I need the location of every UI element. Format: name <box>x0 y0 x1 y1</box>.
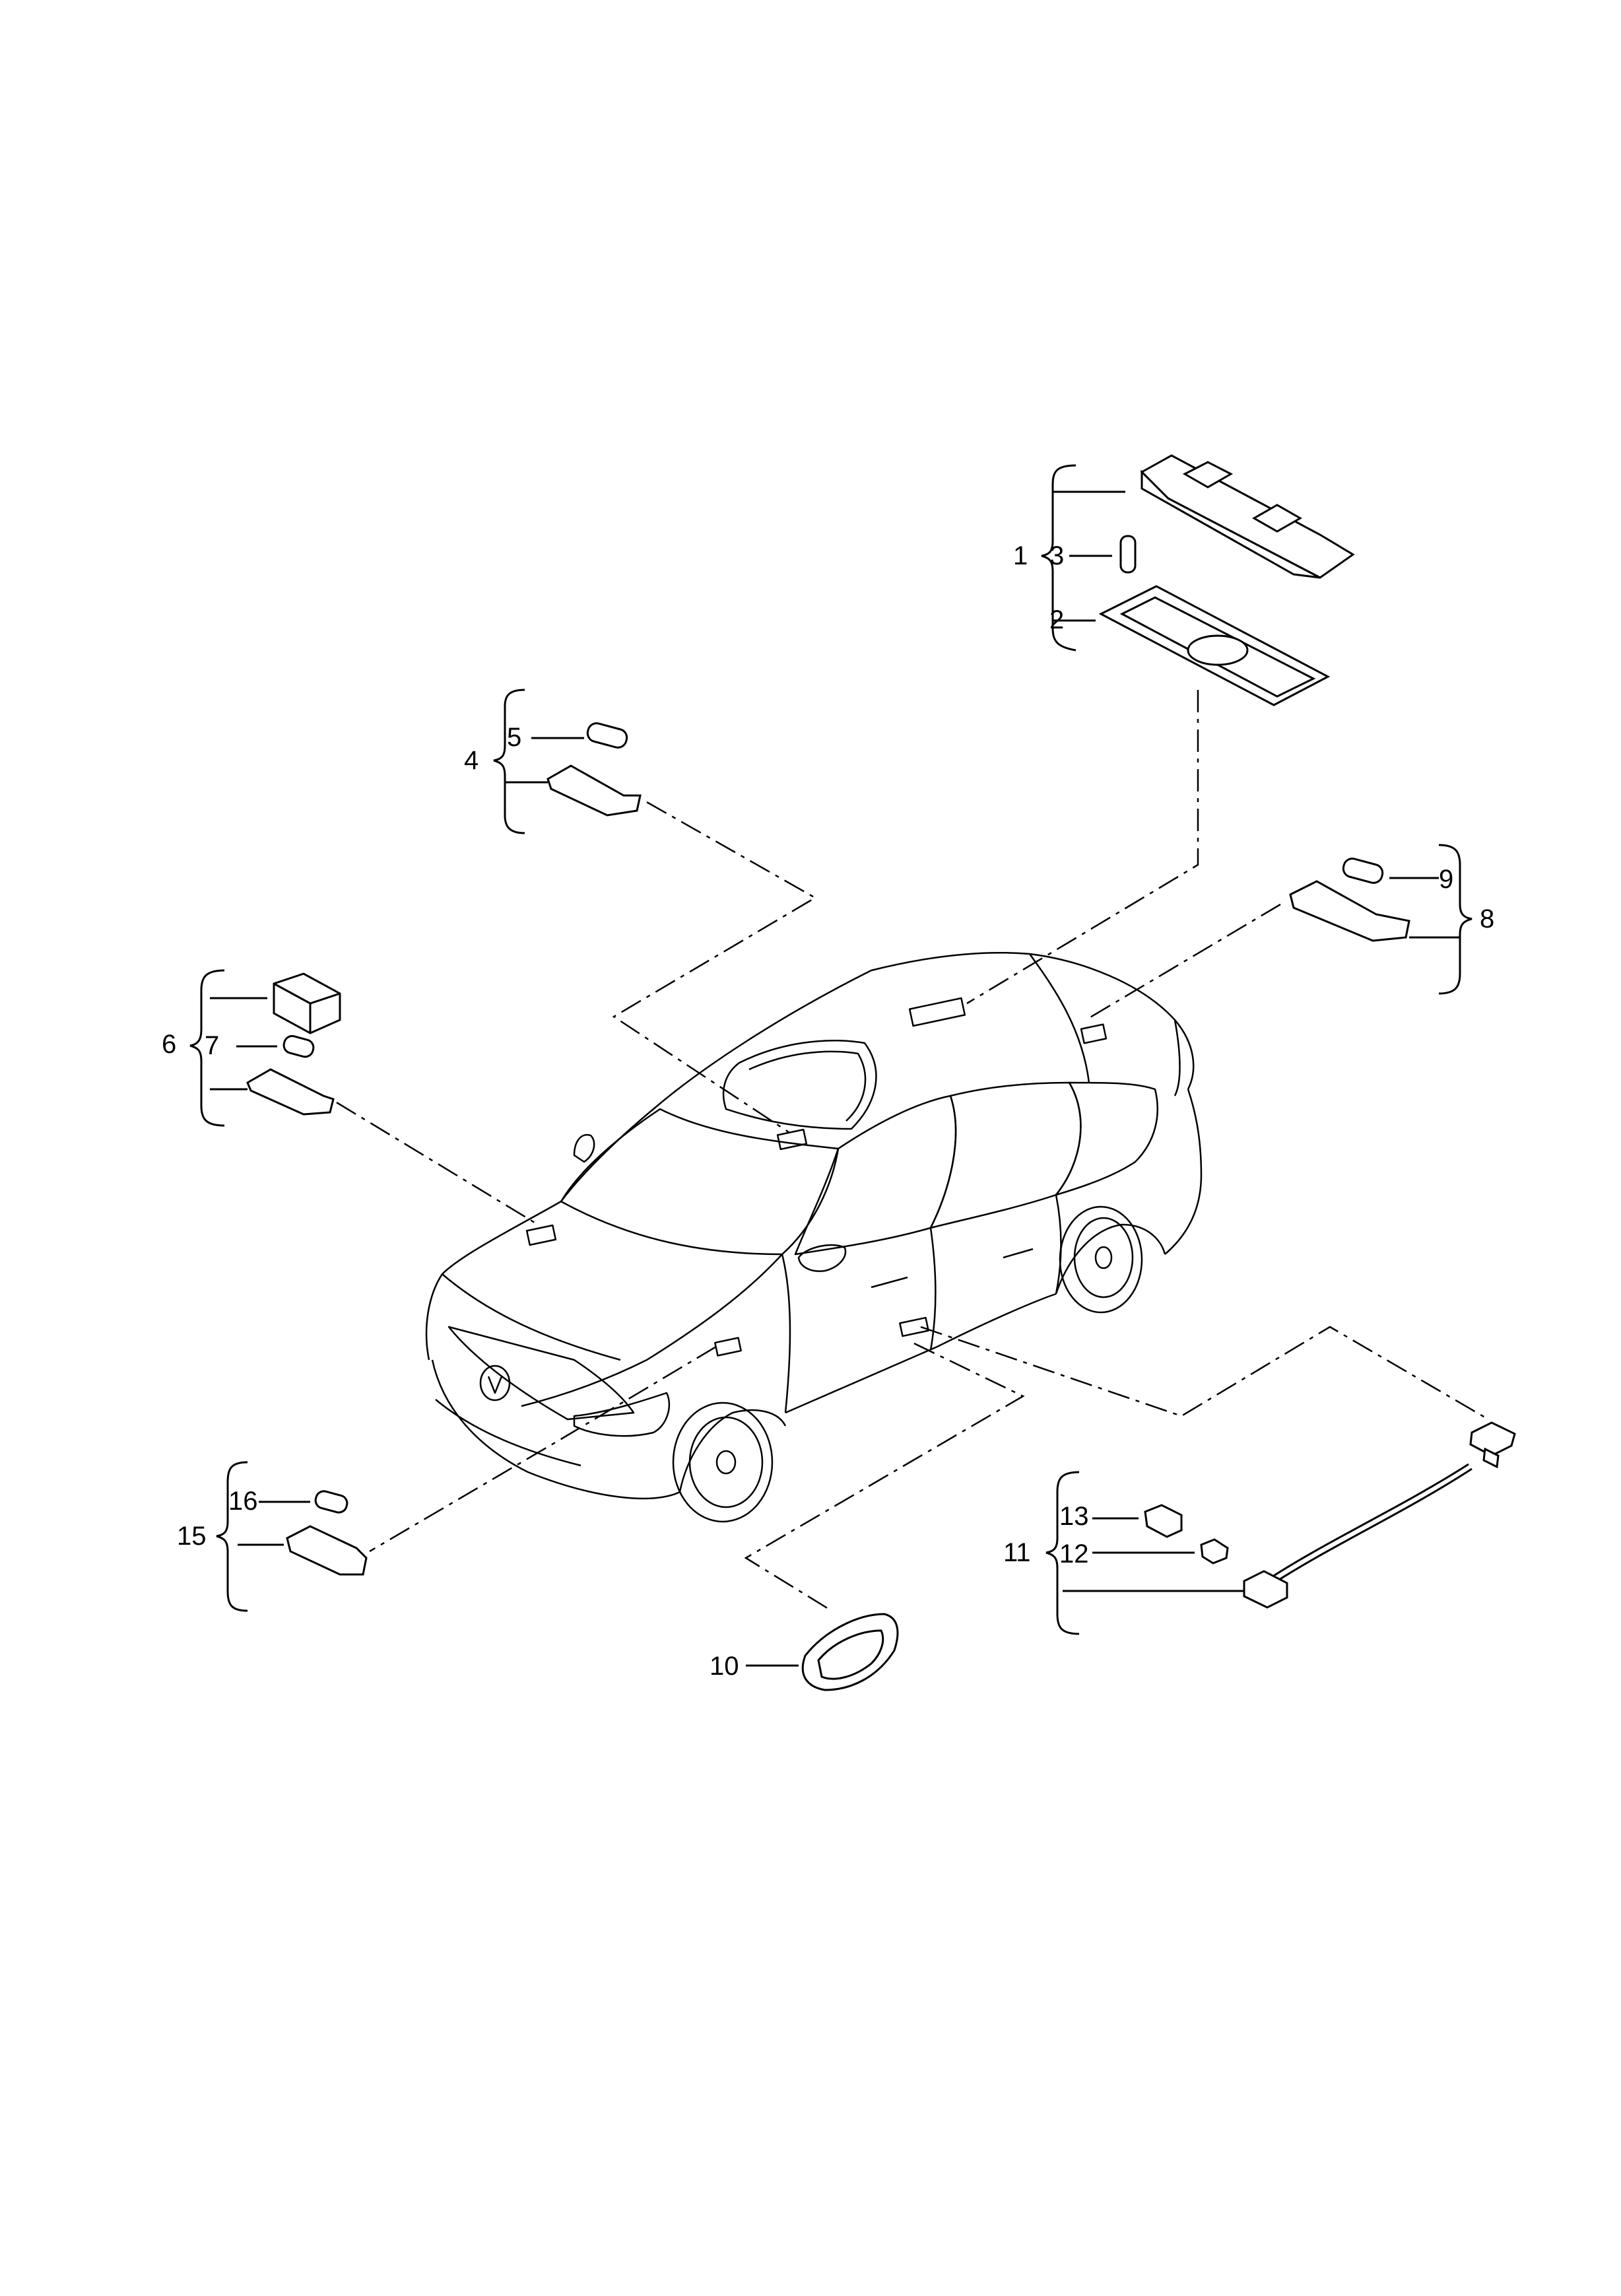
harness-connector-11 <box>1243 1570 1288 1609</box>
lamp-cover-6 <box>273 972 341 1034</box>
group-8: 8 9 <box>1289 844 1494 995</box>
lamp-housing-1 <box>1140 454 1355 579</box>
group-6: 6 7 <box>162 969 341 1127</box>
bulb-3 <box>1119 535 1137 574</box>
lamp-base-6 <box>246 1068 335 1116</box>
clip-12 <box>1200 1538 1229 1565</box>
bulb-5 <box>586 722 628 749</box>
group-15: 15 16 <box>177 1461 368 1612</box>
callout-6: 6 <box>162 1030 176 1059</box>
callout-13: 13 <box>1059 1502 1089 1531</box>
bulb-7 <box>282 1034 315 1058</box>
group-4: 4 5 <box>464 689 642 834</box>
group-10: 10 <box>710 1613 899 1691</box>
bulb-9 <box>1342 858 1384 884</box>
callout-12: 12 <box>1059 1539 1089 1569</box>
callout-10: 10 <box>710 1652 739 1681</box>
callout-11: 11 <box>1003 1538 1031 1567</box>
callout-9: 9 <box>1439 865 1453 894</box>
lamp-15 <box>286 1525 368 1576</box>
bulb-16 <box>314 1490 348 1514</box>
callout-8: 8 <box>1480 904 1494 933</box>
callout-4: 4 <box>464 746 479 775</box>
lamp-4 <box>546 764 642 817</box>
callout-1: 1 <box>1013 541 1028 570</box>
callout-2: 2 <box>1049 605 1064 634</box>
callout-7: 7 <box>205 1031 219 1060</box>
group-11: 11 12 13 <box>1003 1421 1516 1635</box>
callout-5: 5 <box>507 723 521 752</box>
callout-3: 3 <box>1049 541 1064 570</box>
lamp-8 <box>1289 880 1410 942</box>
connector-lines <box>336 690 1489 1612</box>
group-1: 1 3 2 <box>1013 454 1355 706</box>
car-illustration <box>425 952 1203 1523</box>
connector-13 <box>1144 1504 1183 1538</box>
callout-16: 16 <box>228 1487 258 1516</box>
callout-15: 15 <box>177 1522 207 1551</box>
